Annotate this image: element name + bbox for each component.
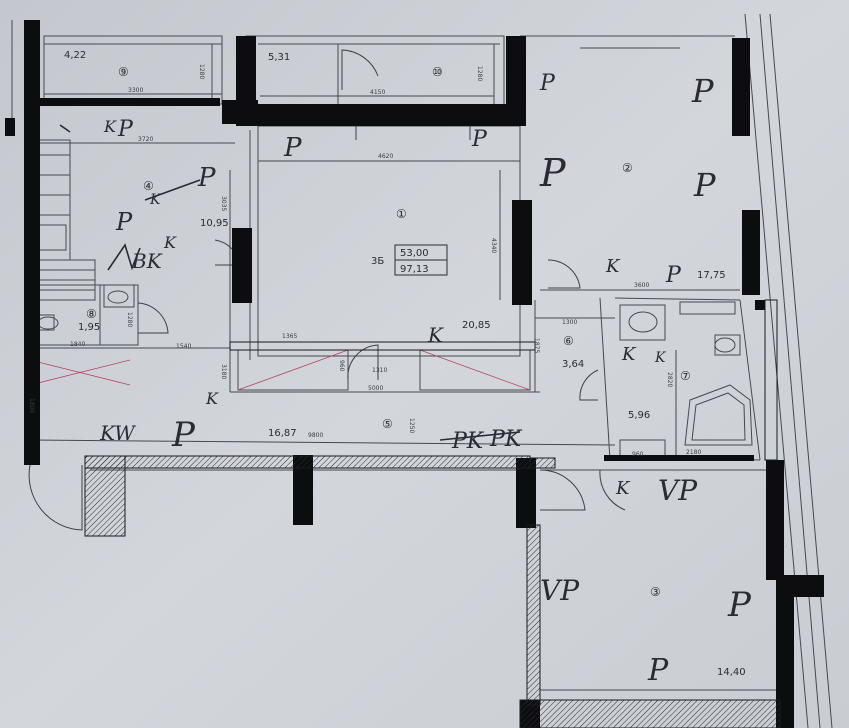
- dim-label: 3180: [220, 364, 227, 379]
- dim-label: 3600: [634, 282, 649, 289]
- dim-label: 1280: [126, 312, 133, 327]
- handwritten-kw: KW: [99, 421, 136, 445]
- room-2-area: 17,75: [697, 270, 726, 281]
- dim-label: 3720: [138, 136, 153, 143]
- dim-label: 960: [632, 451, 644, 458]
- apartment-total-area: 97,13: [400, 264, 429, 275]
- dim-label: 4340: [490, 238, 497, 253]
- dim-label: 4150: [370, 89, 385, 96]
- handwritten-p: P: [693, 166, 716, 204]
- handwritten-pk: PK: [489, 427, 523, 452]
- handwritten-vp: VP: [540, 574, 580, 607]
- handwritten-p: P: [117, 117, 134, 142]
- hatched-walls: [84, 299, 781, 728]
- handwritten-p: P: [171, 415, 196, 455]
- handwritten-k: K: [103, 117, 117, 136]
- dim-label: 1800: [28, 398, 35, 413]
- dim-label: 1280: [476, 66, 483, 81]
- room-7-area: 5,96: [628, 410, 650, 421]
- handwritten-p: P: [197, 163, 216, 193]
- handwritten-p: P: [665, 263, 682, 288]
- dimension-labels: 3300 4150 3720 4620 4340 1365 1310 5000 …: [28, 64, 701, 458]
- apartment-living-area: 53,00: [400, 248, 429, 259]
- room-4-area: 10,95: [200, 218, 229, 229]
- handwritten-k: K: [654, 350, 667, 366]
- room-2-number: ②: [622, 161, 633, 175]
- dim-label: 1250: [408, 418, 415, 433]
- dim-label: 4620: [378, 153, 393, 160]
- handwritten-pk: PK: [451, 429, 485, 454]
- handwritten-p: P: [539, 71, 556, 96]
- handwritten-k: K: [605, 256, 621, 277]
- dim-label: 1875: [533, 338, 540, 353]
- room-8-number: ⑧: [86, 307, 97, 321]
- dim-label: 1365: [282, 333, 297, 340]
- handwritten-p: P: [647, 653, 669, 688]
- handwritten-k: K: [205, 389, 219, 408]
- handwritten-k: K: [427, 323, 444, 347]
- walls: [5, 20, 824, 728]
- dim-label: 1300: [562, 319, 577, 326]
- dim-label: 2180: [686, 449, 701, 456]
- room-labels: ① ② ③ ④ ⑤ ⑥ ⑦ ⑧ ⑨ ⑩ 20,85 17,75 14,40 10…: [64, 50, 746, 678]
- handwritten-bk: BK: [131, 249, 163, 273]
- room-4-number: ④: [143, 179, 154, 193]
- dim-label: 960: [338, 360, 345, 372]
- handwritten-strokes: [59, 124, 521, 441]
- handwritten-vp: VP: [658, 474, 698, 507]
- room-3-area: 14,40: [717, 667, 746, 678]
- room-5-number: ⑤: [382, 417, 393, 431]
- room-5-area: 16,87: [268, 428, 297, 439]
- handwritten-k: K: [615, 478, 631, 499]
- room-8-area: 1,95: [78, 322, 100, 333]
- dim-label: 5000: [368, 385, 383, 392]
- room-7-number: ⑦: [680, 369, 691, 383]
- room-6-number: ⑥: [563, 334, 574, 348]
- room-1-area: 20,85: [462, 320, 491, 331]
- handwritten-k: K: [621, 344, 637, 365]
- handwritten-p: P: [283, 133, 302, 163]
- handwritten-p: P: [539, 151, 567, 195]
- dim-label: 1310: [372, 367, 387, 374]
- room-10-number: ⑩: [432, 65, 443, 79]
- dim-label: 3035: [220, 196, 227, 211]
- dim-label: 2820: [666, 372, 673, 387]
- dim-label: 1840: [70, 341, 85, 348]
- room-3-number: ③: [650, 585, 661, 599]
- dim-label: 1540: [176, 343, 191, 350]
- handwritten-k: K: [163, 233, 177, 252]
- handwritten-p: P: [115, 208, 133, 236]
- apartment-type: 3Б: [371, 256, 384, 267]
- dim-label: 9800: [308, 432, 323, 439]
- dim-label: 3300: [128, 87, 143, 94]
- apartment-summary: 3Б 53,00 97,13: [371, 244, 448, 276]
- room-6-area: 3,64: [562, 359, 584, 370]
- handwritten-p: P: [727, 585, 752, 625]
- room-9-number: ⑨: [118, 65, 129, 79]
- handwritten-p: P: [471, 127, 488, 152]
- dim-label: 1280: [198, 64, 205, 79]
- handwritten-annotations: P P P P P P P P P P P P P K K K K K K VP…: [99, 71, 752, 688]
- room-1-number: ①: [396, 207, 407, 221]
- room-10-area: 5,31: [268, 52, 290, 63]
- room-9-area: 4,22: [64, 50, 86, 61]
- door-swings: [28, 49, 626, 531]
- handwritten-p: P: [691, 72, 714, 110]
- handwritten-k: K: [149, 192, 162, 208]
